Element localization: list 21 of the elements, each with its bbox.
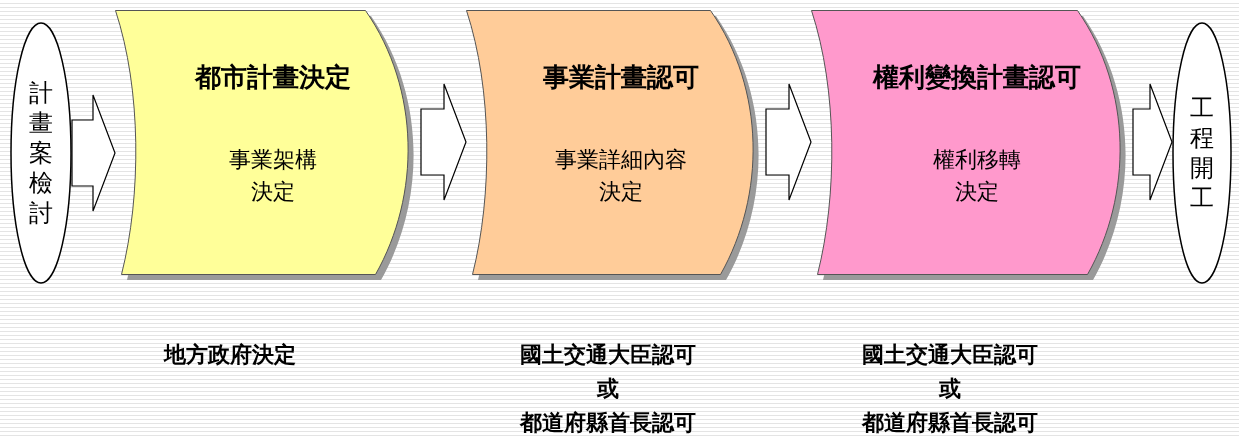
approval-note: 或 <box>939 375 961 403</box>
body-text: 權利移轉決定 <box>932 146 1022 206</box>
block-arrow <box>420 83 467 201</box>
approval-note: 都道府縣首長認可 <box>520 409 696 437</box>
body-text: 事業架構決定 <box>228 146 318 206</box>
approval-note: 地方政府決定 <box>164 341 296 369</box>
heading: 事業計畫認可 <box>543 61 699 94</box>
approval-note: 都道府縣首長認可 <box>862 409 1038 437</box>
vertical-text: 工程開工 <box>1189 93 1215 213</box>
block-arrow <box>71 94 116 212</box>
approval-note: 國土交通大臣認可 <box>862 341 1038 369</box>
block-arrow <box>1132 83 1173 201</box>
block-arrow <box>765 83 812 201</box>
ellipse <box>10 22 72 284</box>
heading: 都市計畫決定 <box>195 61 351 94</box>
heading: 權利變換計畫認可 <box>873 61 1081 94</box>
ellipse <box>1172 22 1232 284</box>
approval-note: 國土交通大臣認可 <box>520 341 696 369</box>
vertical-text: 計畫案檢討 <box>28 78 54 228</box>
approval-note: 或 <box>597 375 619 403</box>
body-text: 事業詳細內容決定 <box>554 146 688 206</box>
